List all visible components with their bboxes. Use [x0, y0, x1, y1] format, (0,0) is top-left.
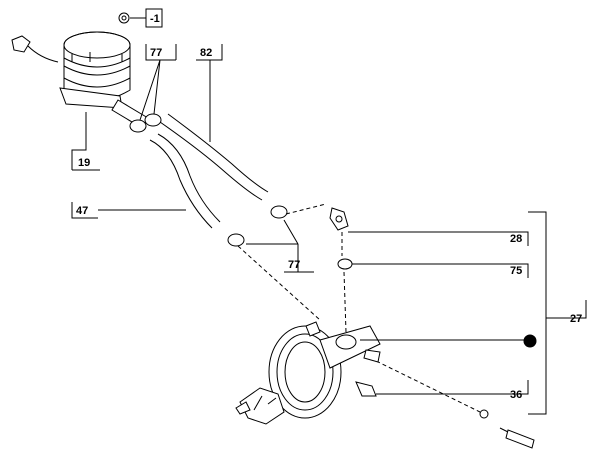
pipe-36[interactable]	[355, 381, 535, 449]
fitting-28[interactable]	[329, 207, 349, 231]
svg-text:28: 28	[510, 233, 522, 245]
callout-minus1: -1	[130, 8, 163, 28]
reservoir-part[interactable]	[11, 31, 149, 129]
cap-part[interactable]	[118, 12, 130, 24]
callout-77-top: 77	[139, 44, 177, 121]
callout-47: 47	[71, 202, 186, 219]
svg-text:47: 47	[76, 205, 88, 217]
callout-28: 28	[348, 231, 529, 246]
hose-47[interactable]	[149, 133, 221, 229]
assembly-lines	[237, 203, 481, 413]
svg-text:77: 77	[150, 47, 162, 59]
svg-text:75: 75	[510, 265, 522, 277]
callout-77-bottom: 77	[246, 219, 314, 273]
hose-clamp-bottom[interactable]	[227, 205, 288, 247]
brake-booster[interactable]	[235, 321, 381, 425]
hose-82[interactable]	[159, 113, 269, 201]
svg-text:19: 19	[78, 157, 90, 169]
callout-19: 19	[71, 112, 100, 171]
svg-text:-1: -1	[150, 13, 160, 25]
callout-75: 75	[352, 263, 529, 278]
svg-text:77: 77	[288, 259, 300, 271]
svg-text:36: 36	[510, 389, 522, 401]
assembly-marker-dot	[523, 334, 537, 348]
callout-36: 36	[376, 380, 529, 401]
washer-75[interactable]	[337, 258, 353, 270]
callout-27: 27	[360, 211, 587, 415]
hose-clamp-top[interactable]	[129, 113, 162, 133]
svg-text:27: 27	[570, 313, 582, 325]
callout-82: 82	[196, 44, 223, 142]
svg-text:82: 82	[200, 47, 212, 59]
